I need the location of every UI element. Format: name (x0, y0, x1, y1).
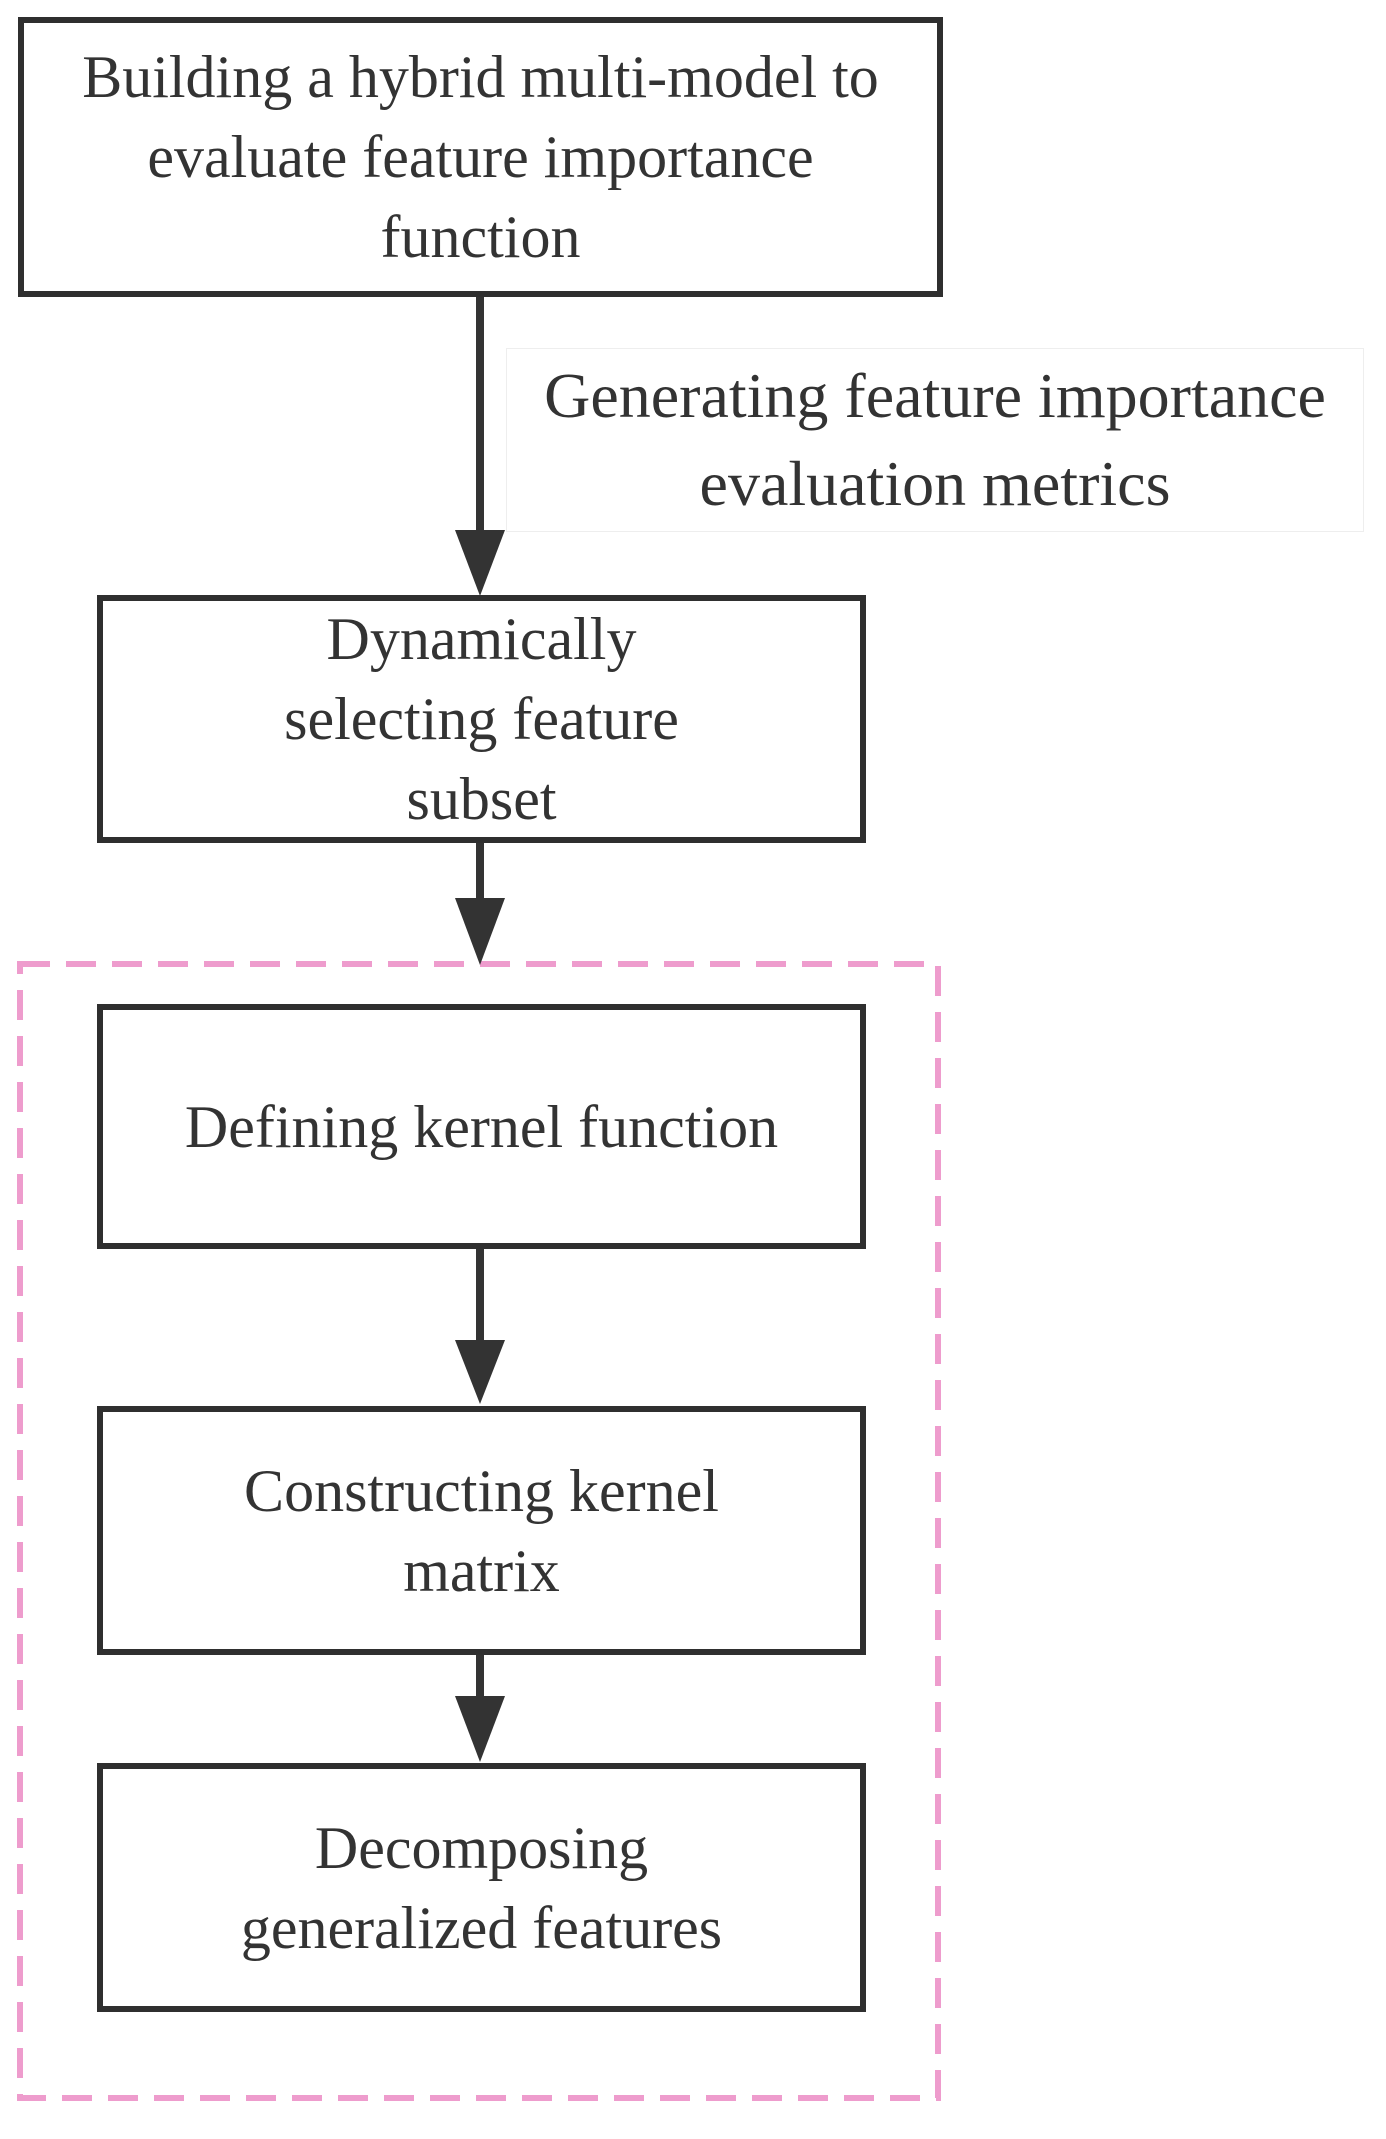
node-build-model: Building a hybrid multi-model to evaluat… (18, 17, 943, 297)
edge-select-to-group (455, 840, 505, 965)
node-construct-matrix: Constructing kernel matrix (97, 1406, 866, 1655)
edge-matrix-to-decompose (455, 1652, 505, 1762)
group-frame-dashed (17, 961, 941, 2101)
node-decompose-label: Decomposing generalized features (240, 1814, 723, 1961)
edge-kernel-to-matrix-arrowhead (455, 1340, 505, 1404)
edge-build-to-select (455, 294, 505, 596)
node-select-subset: Dynamically selecting feature subset (97, 595, 866, 843)
edge-build-to-select-arrowhead (455, 530, 505, 596)
node-decompose: Decomposing generalized features (97, 1763, 866, 2012)
edge-label-metrics: Generating feature importance evaluation… (506, 348, 1364, 532)
node-define-kernel-label: Defining kernel function (184, 1093, 779, 1160)
edge-matrix-to-decompose-arrowhead (455, 1696, 505, 1762)
edge-label-metrics-text: Generating feature importance evaluation… (544, 360, 1326, 519)
edge-select-to-group-arrowhead (455, 898, 505, 965)
node-select-subset-label: Dynamically selecting feature subset (284, 606, 679, 832)
edge-kernel-to-matrix (455, 1246, 505, 1404)
node-define-kernel: Defining kernel function (97, 1004, 866, 1249)
node-build-model-label: Building a hybrid multi-model to evaluat… (82, 44, 879, 270)
node-construct-matrix-label: Constructing kernel matrix (244, 1457, 719, 1604)
